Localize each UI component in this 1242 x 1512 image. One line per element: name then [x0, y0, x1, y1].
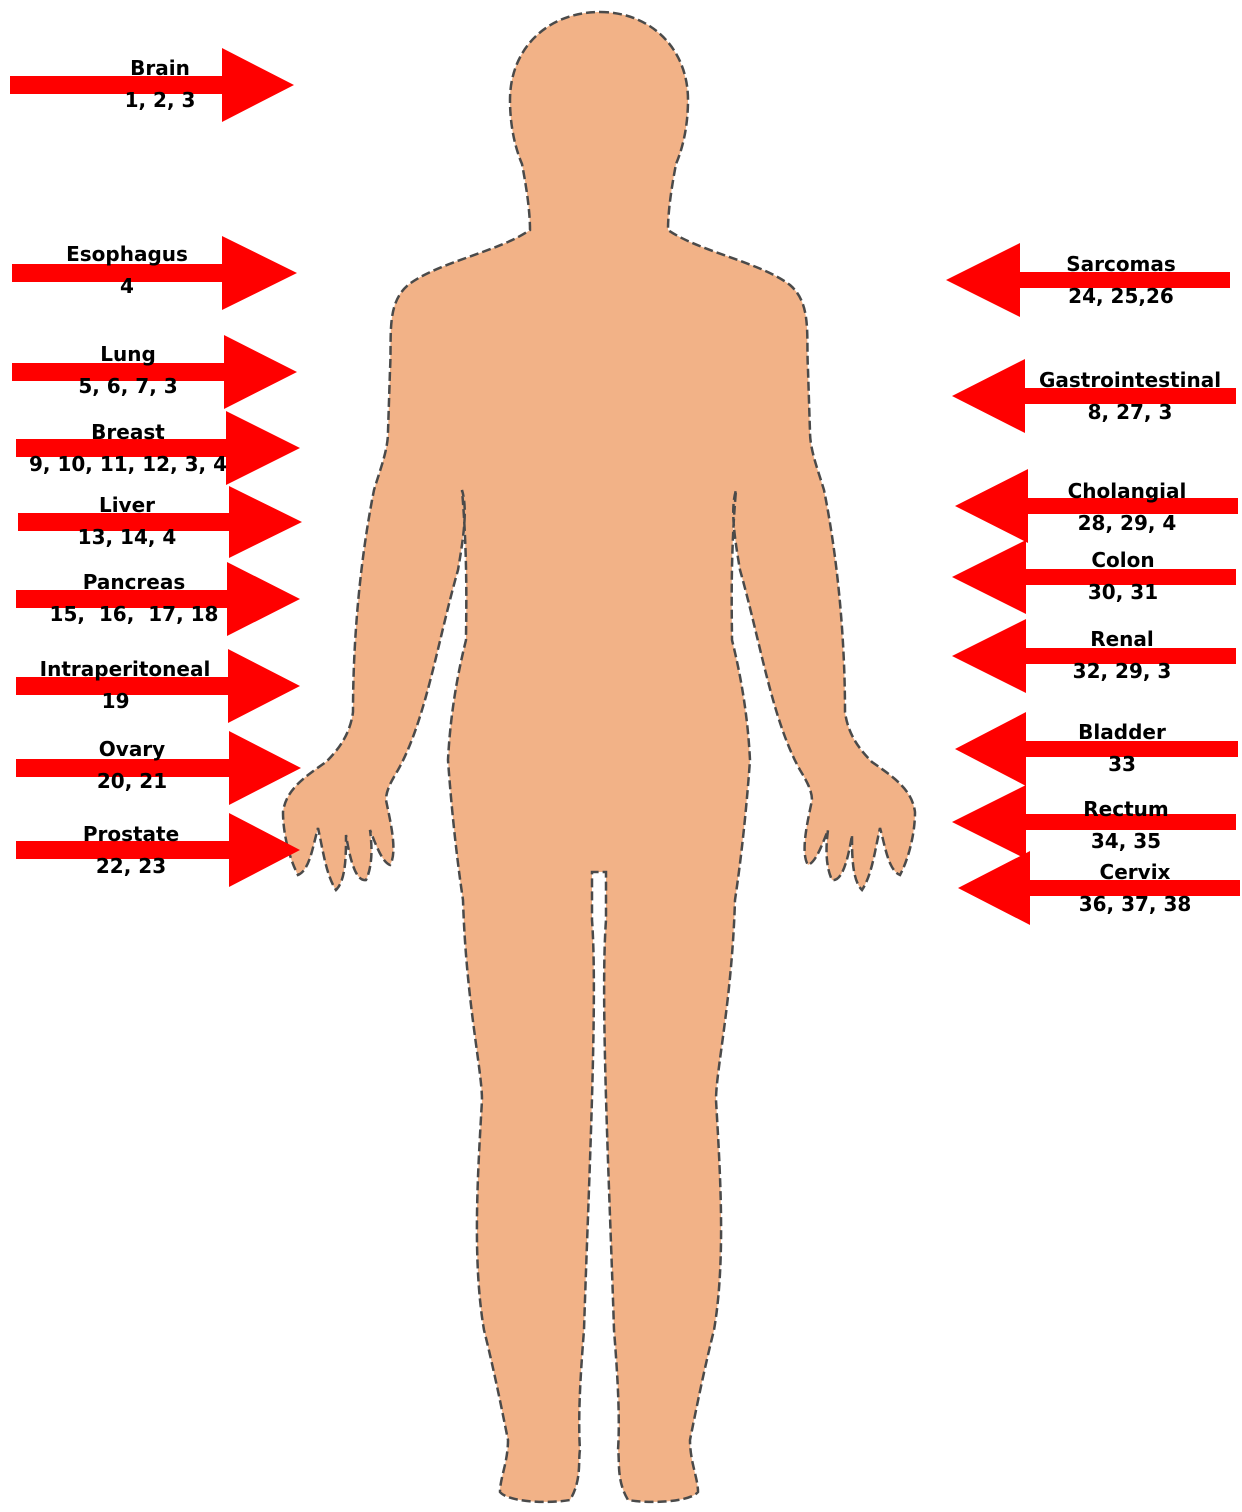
reference-numbers: 33: [1078, 748, 1166, 780]
reference-numbers: 4: [66, 270, 188, 302]
reference-numbers: 32, 29, 3: [1073, 655, 1172, 687]
label-sarcomas: Sarcomas 24, 25,26: [1066, 248, 1176, 312]
organ-name: Liver: [78, 489, 177, 521]
organ-name: Esophagus: [66, 238, 188, 270]
label-cholangial: Cholangial 28, 29, 4: [1068, 475, 1187, 539]
reference-numbers: 24, 25,26: [1066, 280, 1176, 312]
reference-numbers: 8, 27, 3: [1039, 396, 1221, 428]
label-lung: Lung 5, 6, 7, 3: [78, 338, 177, 402]
organ-name: Cholangial: [1068, 475, 1187, 507]
organ-name: Pancreas: [50, 566, 219, 598]
organ-name: Bladder: [1078, 716, 1166, 748]
label-colon: Colon 30, 31: [1088, 544, 1158, 608]
reference-numbers: 13, 14, 4: [78, 521, 177, 553]
label-intraperitoneal: Intraperitoneal 19: [40, 653, 211, 717]
reference-numbers: 15, 16, 17, 18: [50, 598, 219, 630]
organ-name: Breast: [29, 416, 227, 448]
label-ovary: Ovary 20, 21: [97, 733, 167, 797]
reference-numbers: 20, 21: [97, 765, 167, 797]
organ-name: Rectum: [1083, 793, 1168, 825]
organ-name: Cervix: [1079, 856, 1192, 888]
reference-numbers: 9, 10, 11, 12, 3, 4: [29, 448, 227, 480]
organ-name: Intraperitoneal: [40, 653, 211, 685]
reference-numbers: 30, 31: [1088, 576, 1158, 608]
label-rectum: Rectum 34, 35: [1083, 793, 1168, 857]
reference-numbers: 1, 2, 3: [125, 84, 196, 116]
reference-numbers: 28, 29, 4: [1068, 507, 1187, 539]
label-bladder: Bladder 33: [1078, 716, 1166, 780]
label-esophagus: Esophagus 4: [66, 238, 188, 302]
reference-numbers: 5, 6, 7, 3: [78, 370, 177, 402]
organ-name: Prostate: [83, 818, 179, 850]
organ-name: Colon: [1088, 544, 1158, 576]
organ-name: Ovary: [97, 733, 167, 765]
reference-numbers: 34, 35: [1083, 825, 1168, 857]
reference-numbers: 36, 37, 38: [1079, 888, 1192, 920]
label-brain: Brain 1, 2, 3: [125, 52, 196, 116]
label-liver: Liver 13, 14, 4: [78, 489, 177, 553]
label-gastrointestinal: Gastrointestinal 8, 27, 3: [1039, 364, 1221, 428]
organ-name: Renal: [1073, 623, 1172, 655]
label-pancreas: Pancreas 15, 16, 17, 18: [50, 566, 219, 630]
organ-name: Brain: [125, 52, 196, 84]
reference-numbers: 22, 23: [83, 850, 179, 882]
organ-name: Gastrointestinal: [1039, 364, 1221, 396]
label-renal: Renal 32, 29, 3: [1073, 623, 1172, 687]
label-breast: Breast 9, 10, 11, 12, 3, 4: [29, 416, 227, 480]
label-prostate: Prostate 22, 23: [83, 818, 179, 882]
organ-name: Sarcomas: [1066, 248, 1176, 280]
label-cervix: Cervix 36, 37, 38: [1079, 856, 1192, 920]
reference-numbers: 19: [40, 685, 211, 717]
organ-name: Lung: [78, 338, 177, 370]
